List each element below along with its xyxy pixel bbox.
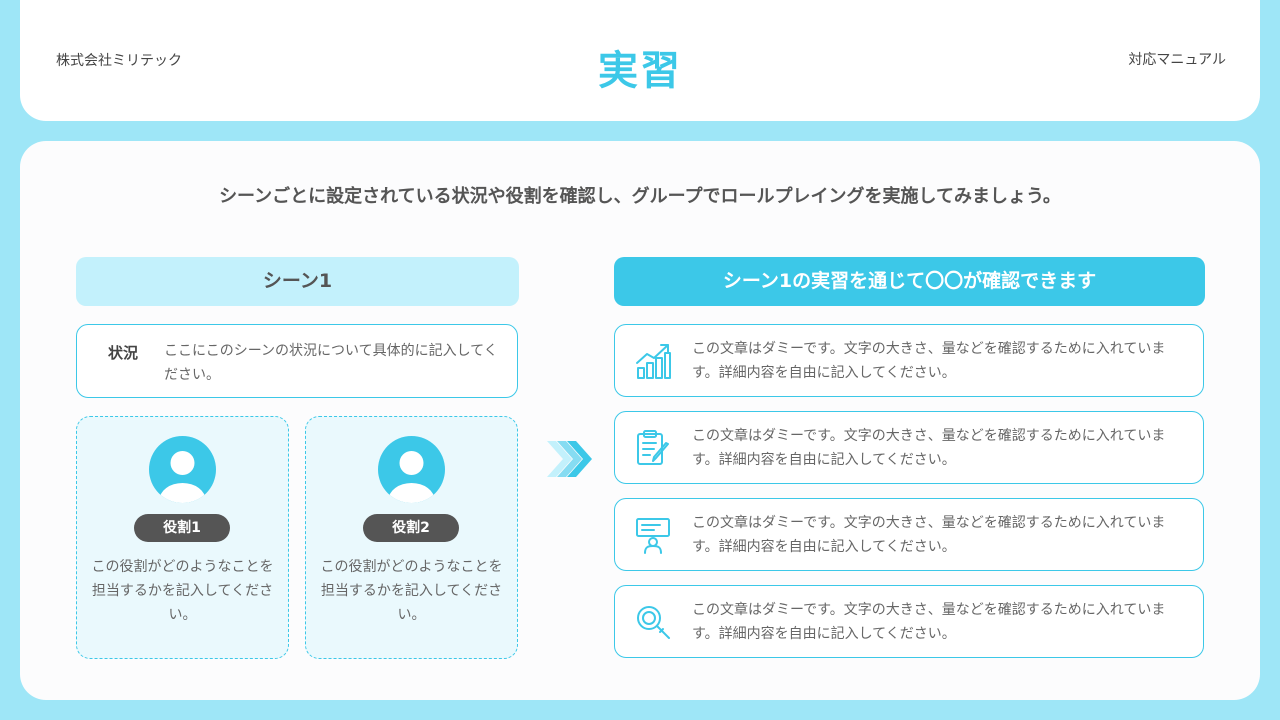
goal-item-text: この文章はダミーです。文字の大きさ、量などを確認するために入れています。詳細内容… <box>692 428 1166 468</box>
user-avatar-icon <box>149 436 216 503</box>
goal-item-text: この文章はダミーです。文字の大きさ、量などを確認するために入れています。詳細内容… <box>692 341 1166 381</box>
role-card-1: 役割1 この役割がどのようなことを担当するかを記入してください。 <box>76 416 289 659</box>
role-badge: 役割1 <box>134 514 230 542</box>
situation-label: 状況 <box>108 344 139 362</box>
magnifier-icon <box>637 606 670 639</box>
page-title: 実習 <box>598 48 682 94</box>
goal-item-text: この文章はダミーです。文字の大きさ、量などを確認するために入れています。詳細内容… <box>692 602 1166 642</box>
role-badge: 役割2 <box>363 514 459 542</box>
main-panel: シーンごとに設定されている状況や役割を確認し、グループでロールプレイングを実施し… <box>20 141 1260 700</box>
presenter-icon <box>636 518 670 554</box>
goal-title: シーン1の実習を通じて〇〇が確認できます <box>614 257 1205 306</box>
role-description: この役割がどのようなことを担当するかを記入してください。 <box>320 559 503 623</box>
user-avatar-icon <box>378 436 445 503</box>
goal-item: この文章はダミーです。文字の大きさ、量などを確認するために入れています。詳細内容… <box>614 498 1204 571</box>
company-name: 株式会社ミリテック <box>56 53 182 69</box>
clipboard-pen-icon <box>637 430 669 465</box>
goal-item: この文章はダミーです。文字の大きさ、量などを確認するために入れています。詳細内容… <box>614 324 1204 397</box>
situation-box: 状況 ここにこのシーンの状況について具体的に記入してください。 <box>76 324 518 398</box>
double-chevron-right-icon <box>547 441 592 477</box>
goal-item: この文章はダミーです。文字の大きさ、量などを確認するために入れています。詳細内容… <box>614 411 1204 484</box>
role-card-2: 役割2 この役割がどのようなことを担当するかを記入してください。 <box>305 416 518 659</box>
goal-item-text: この文章はダミーです。文字の大きさ、量などを確認するために入れています。詳細内容… <box>692 515 1166 555</box>
scene-title: シーン1 <box>76 257 519 306</box>
situation-text: ここにこのシーンの状況について具体的に記入してください。 <box>164 343 498 383</box>
manual-label: 対応マニュアル <box>1128 52 1226 68</box>
growth-chart-icon <box>636 344 671 379</box>
goal-item: この文章はダミーです。文字の大きさ、量などを確認するために入れています。詳細内容… <box>614 585 1204 658</box>
role-description: この役割がどのようなことを担当するかを記入してください。 <box>91 559 274 623</box>
header-bar: 株式会社ミリテック 実習 対応マニュアル <box>20 0 1260 121</box>
instruction-text: シーンごとに設定されている状況や役割を確認し、グループでロールプレイングを実施し… <box>219 186 1061 207</box>
